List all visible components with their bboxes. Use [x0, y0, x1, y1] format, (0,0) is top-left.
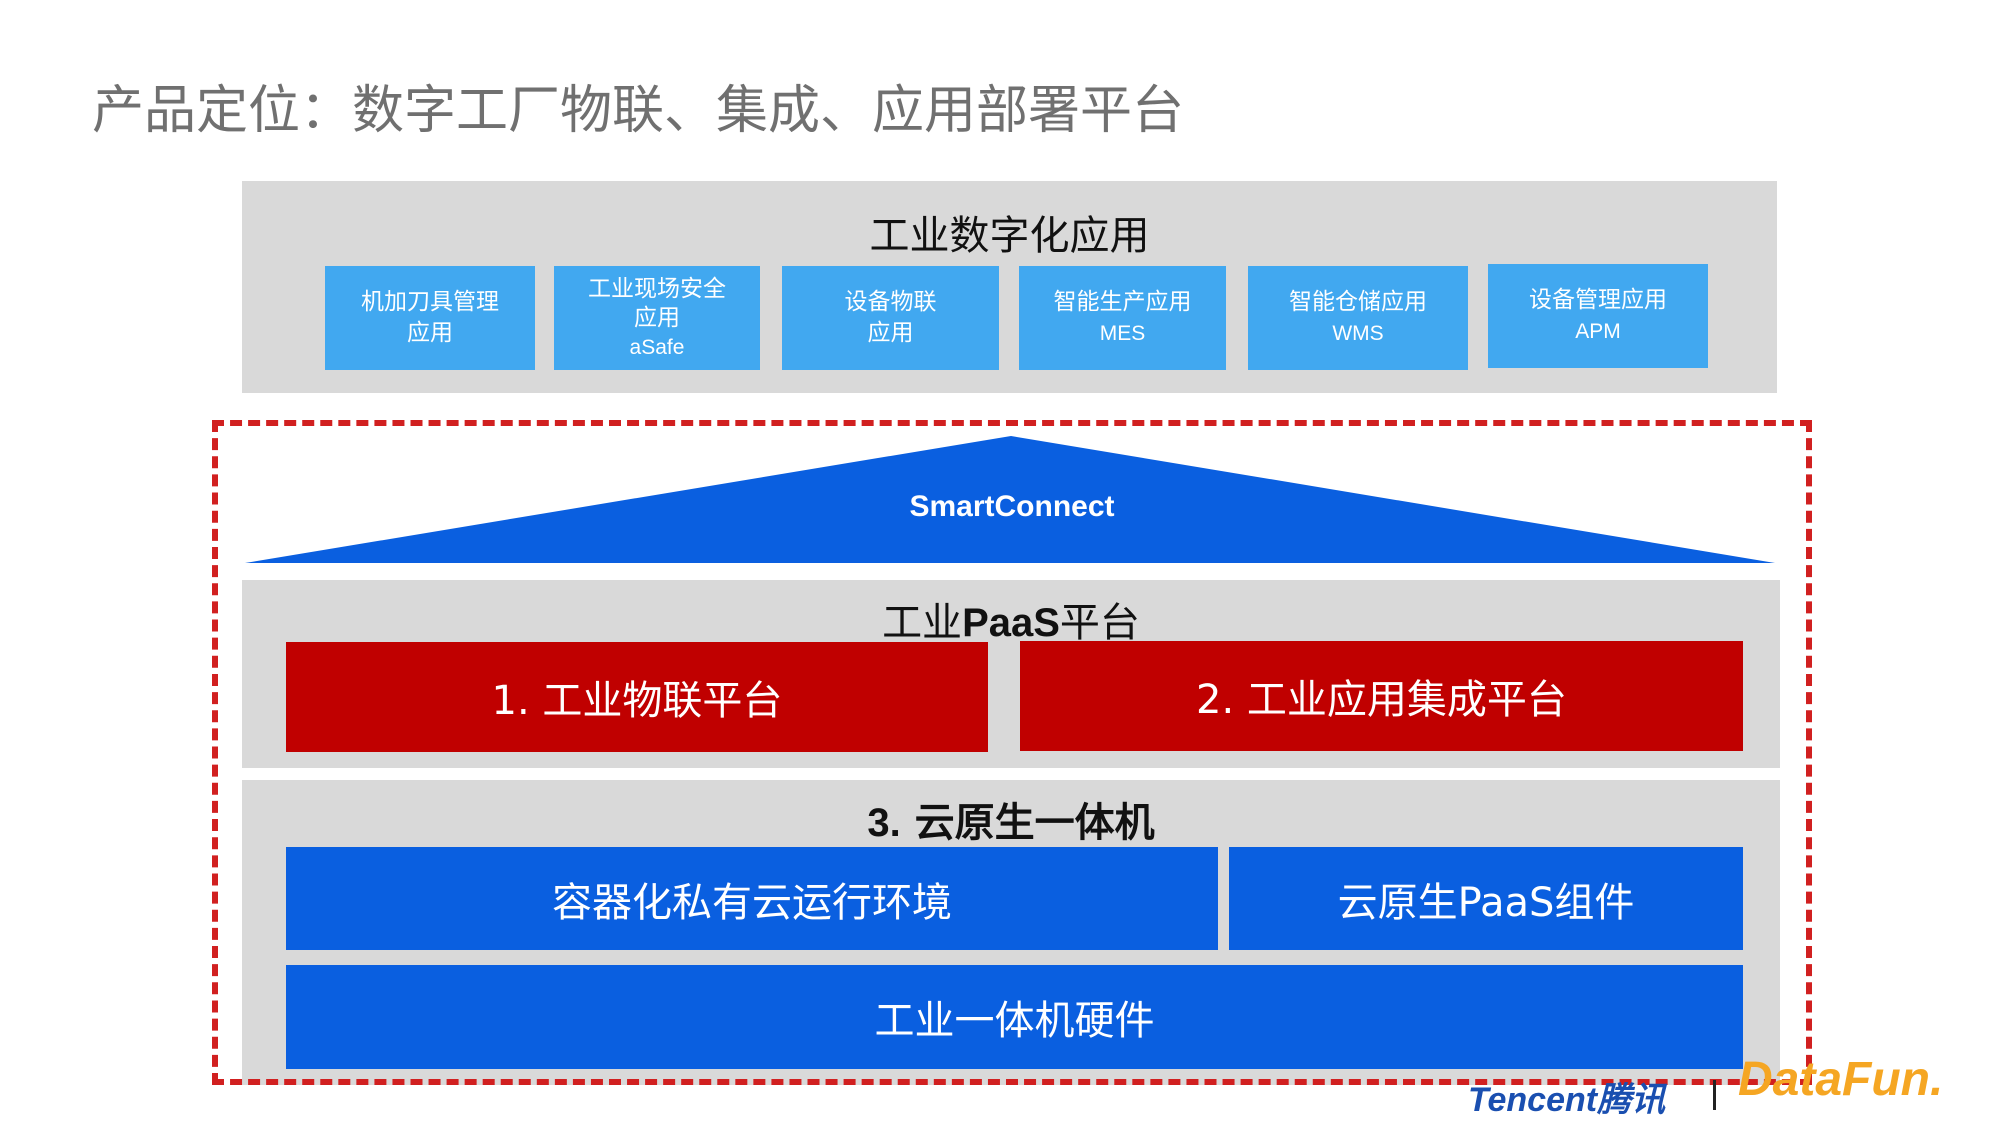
apps-panel: 工业数字化应用 机加刀具管理 应用 工业现场安全 应用 aSafe 设备物联 应…	[242, 181, 1777, 393]
app-label-line1: 工业现场安全	[588, 275, 726, 302]
app-device-iot[interactable]: 设备物联 应用	[782, 266, 999, 370]
tencent-logo: Tencent腾讯	[1468, 1081, 1666, 1119]
app-label-line1: 设备物联	[844, 289, 937, 315]
app-label-line1: 机加刀具管理	[361, 289, 499, 315]
container-env-label: 容器化私有云运行环境	[552, 879, 952, 926]
integration-platform-label: 2. 工业应用集成平台	[1196, 677, 1567, 723]
app-label-line1: 智能生产应用	[1053, 289, 1192, 315]
container-env-box[interactable]: 容器化私有云运行环境	[286, 847, 1218, 950]
paas-components-box[interactable]: 云原生PaaS组件	[1229, 847, 1743, 950]
logo-separator	[1713, 1080, 1716, 1110]
app-label-line2: 应用	[867, 320, 914, 346]
paas-heading-prefix: 工业	[882, 600, 963, 646]
app-label-line2: APM	[1575, 320, 1621, 343]
integration-platform-box[interactable]: 2. 工业应用集成平台	[1020, 641, 1743, 751]
app-wms[interactable]: 智能仓储应用 WMS	[1248, 266, 1468, 370]
app-label-line2: 应用	[634, 304, 680, 331]
hardware-label: 工业一体机硬件	[874, 998, 1155, 1044]
paas-components-label: 云原生PaaS组件	[1337, 879, 1635, 926]
cloud-panel-heading: 3. 云原生一体机	[242, 790, 1780, 848]
iot-platform-label: 1. 工业物联平台	[491, 678, 783, 724]
app-site-safety[interactable]: 工业现场安全 应用 aSafe	[554, 266, 760, 370]
cloud-appliance-panel: 3. 云原生一体机 容器化私有云运行环境 云原生PaaS组件 工业一体机硬件	[242, 780, 1780, 1085]
app-label-line2: WMS	[1332, 322, 1384, 345]
page-title: 产品定位：数字工厂物联、集成、应用部署平台	[92, 81, 1185, 141]
app-mes[interactable]: 智能生产应用 MES	[1019, 266, 1226, 370]
platform-boundary-dashed	[212, 420, 1812, 1085]
app-label-line2: 应用	[407, 320, 453, 346]
paas-heading-suffix: 平台	[1059, 600, 1140, 646]
app-tool-management[interactable]: 机加刀具管理 应用	[325, 266, 535, 370]
app-label-line2: MES	[1099, 322, 1146, 345]
datafun-logo: DataFun.	[1738, 1053, 1944, 1106]
smartconnect-shape	[245, 436, 1775, 563]
cloud-heading-number: 3.	[867, 801, 901, 845]
paas-panel: 工业PaaS平台 1. 工业物联平台 2. 工业应用集成平台	[242, 580, 1780, 768]
apps-panel-heading: 工业数字化应用	[869, 213, 1150, 259]
paas-heading-bold: PaaS	[962, 601, 1060, 645]
smartconnect-label: SmartConnect	[909, 490, 1115, 523]
paas-panel-heading: 工业PaaS平台	[242, 590, 1780, 648]
iot-platform-box[interactable]: 1. 工业物联平台	[286, 642, 988, 752]
app-label-line1: 智能仓储应用	[1289, 289, 1427, 315]
cloud-heading-text: 云原生一体机	[900, 800, 1155, 846]
app-label-line1: 设备管理应用	[1529, 287, 1667, 313]
app-apm[interactable]: 设备管理应用 APM	[1488, 264, 1708, 368]
app-label-line3: aSafe	[629, 335, 685, 359]
hardware-box[interactable]: 工业一体机硬件	[286, 965, 1743, 1069]
